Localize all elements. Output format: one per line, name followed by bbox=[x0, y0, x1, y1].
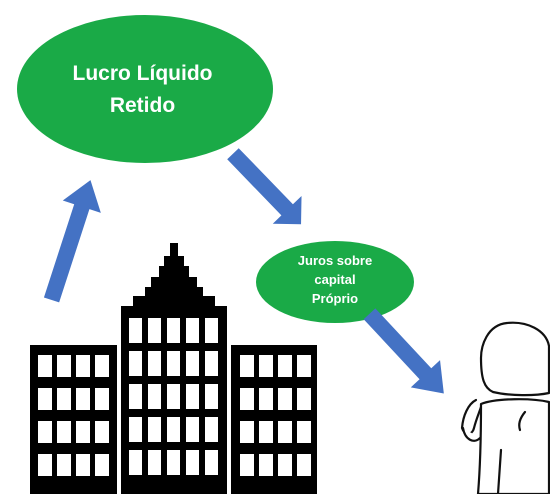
building-window bbox=[205, 450, 218, 475]
building-window bbox=[129, 384, 142, 409]
retained-earnings-node bbox=[17, 15, 273, 163]
building-window bbox=[76, 454, 90, 476]
building-window bbox=[205, 384, 218, 409]
building-window bbox=[167, 351, 180, 376]
building-window bbox=[57, 388, 71, 410]
building-window bbox=[297, 355, 311, 377]
building-window bbox=[148, 384, 161, 409]
building-window bbox=[76, 388, 90, 410]
building-window bbox=[240, 421, 254, 443]
retained-earnings-label: Lucro Líquido Retido bbox=[40, 58, 245, 122]
building-window bbox=[240, 388, 254, 410]
retained-earnings-label-line1: Lucro Líquido bbox=[72, 62, 213, 85]
building-window bbox=[259, 421, 273, 443]
building-window bbox=[148, 351, 161, 376]
building-window bbox=[186, 450, 199, 475]
building-window bbox=[278, 454, 292, 476]
building-window bbox=[259, 355, 273, 377]
building-window bbox=[38, 388, 52, 410]
interest-on-equity-node bbox=[256, 241, 414, 323]
building-window bbox=[167, 417, 180, 442]
building-window bbox=[129, 318, 142, 343]
building-window bbox=[297, 454, 311, 476]
building-window bbox=[76, 421, 90, 443]
building-window bbox=[205, 318, 218, 343]
office-building-icon bbox=[30, 243, 317, 494]
building-window bbox=[95, 421, 109, 443]
building-window bbox=[38, 355, 52, 377]
building-window bbox=[95, 388, 109, 410]
building-window bbox=[129, 351, 142, 376]
building-window bbox=[205, 351, 218, 376]
building-window bbox=[278, 421, 292, 443]
building-window bbox=[167, 450, 180, 475]
building-window bbox=[95, 454, 109, 476]
building-window bbox=[297, 421, 311, 443]
building-window bbox=[129, 417, 142, 442]
building-window bbox=[76, 355, 90, 377]
arrow-building-to-retained-earnings bbox=[43, 180, 101, 303]
building-window bbox=[57, 355, 71, 377]
building-window bbox=[186, 384, 199, 409]
building-window bbox=[240, 355, 254, 377]
building-window bbox=[205, 417, 218, 442]
building-window bbox=[148, 417, 161, 442]
arrow-interest-to-shareholder bbox=[363, 308, 444, 394]
interest-on-equity-label-line1: Juros sobre bbox=[297, 253, 373, 268]
building-window bbox=[148, 450, 161, 475]
building-window bbox=[186, 351, 199, 376]
building-window bbox=[95, 355, 109, 377]
building-window bbox=[297, 388, 311, 410]
building-window bbox=[240, 454, 254, 476]
building-window bbox=[167, 318, 180, 343]
building-window bbox=[129, 450, 142, 475]
person-icon bbox=[460, 321, 550, 496]
building-window bbox=[57, 454, 71, 476]
interest-on-equity-label: Juros sobre capital Próprio bbox=[262, 251, 408, 308]
arrow-retained-earnings-to-interest bbox=[227, 148, 302, 225]
building-window bbox=[186, 318, 199, 343]
interest-on-equity-label-line3: Próprio bbox=[311, 291, 359, 306]
building-window bbox=[278, 355, 292, 377]
building-window bbox=[167, 384, 180, 409]
retained-earnings-label-line2: Retido bbox=[109, 94, 176, 117]
building-window bbox=[186, 417, 199, 442]
building-window bbox=[148, 318, 161, 343]
building-window bbox=[278, 388, 292, 410]
building-window bbox=[259, 388, 273, 410]
building-window bbox=[259, 454, 273, 476]
interest-on-equity-label-line2: capital bbox=[314, 272, 356, 287]
building-window bbox=[38, 421, 52, 443]
building-window bbox=[57, 421, 71, 443]
building-window bbox=[38, 454, 52, 476]
